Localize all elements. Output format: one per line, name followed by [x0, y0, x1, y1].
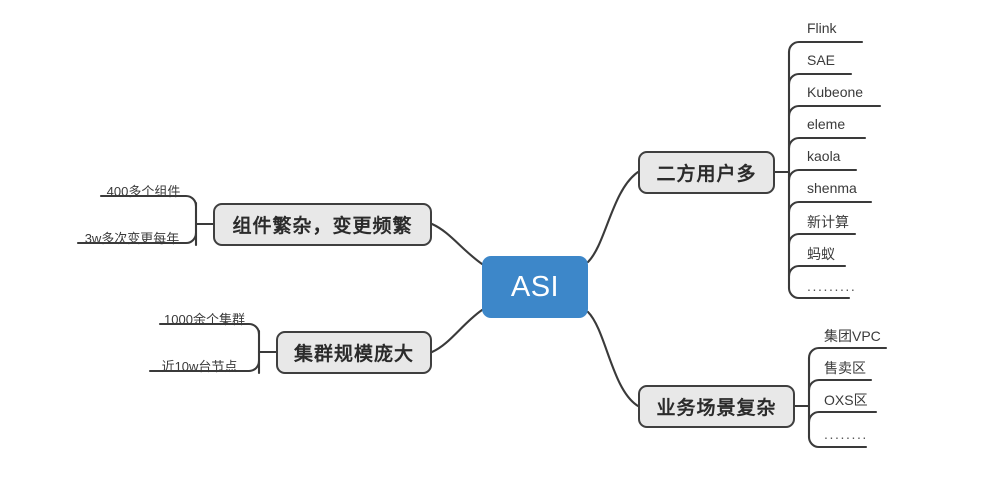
- connector-root-to-right-branch-2: [586, 310, 640, 408]
- leaf-label: 近10w台节点: [161, 359, 238, 374]
- leaf-group-vpc[interactable]: 集团VPC: [824, 326, 881, 346]
- leaf-label: 1000余个集群: [164, 312, 245, 327]
- leaf-label: shenma: [807, 180, 857, 196]
- leaf-sales-zone[interactable]: 售卖区: [824, 358, 866, 378]
- leaf-label: ........: [824, 426, 868, 442]
- leaf-label: 新计算: [807, 214, 849, 230]
- underline-right-1-5: [787, 168, 858, 182]
- leaf-kubeone[interactable]: Kubeone: [807, 84, 863, 100]
- leaf-node-count[interactable]: 近10w台节点: [150, 356, 249, 375]
- leaf-eleme[interactable]: eleme: [807, 116, 845, 132]
- branch-node-cluster-scale[interactable]: 集群规模庞大: [276, 331, 432, 374]
- underline-right-2-3: [807, 410, 878, 424]
- branch-node-label: 二方用户多: [656, 164, 757, 185]
- leaf-label: 400多个组件: [106, 184, 181, 199]
- leaf-shenma[interactable]: shenma: [807, 180, 857, 196]
- leaf-more-users[interactable]: .........: [807, 278, 856, 294]
- leaf-more-scenarios[interactable]: ........: [824, 426, 868, 442]
- leaf-flink[interactable]: Flink: [807, 20, 837, 36]
- underline-right-1-7: [787, 232, 857, 246]
- connector-root-to-left-branch-1: [430, 222, 484, 266]
- branch-node-business-scenarios[interactable]: 业务场景复杂: [638, 385, 795, 428]
- leaf-cluster-count[interactable]: 1000余个集群: [160, 309, 249, 328]
- root-node-asi[interactable]: ASI: [482, 256, 588, 318]
- connector-root-to-left-branch-2: [430, 308, 484, 354]
- leaf-label: 3w多次变更每年: [84, 231, 180, 246]
- underline-right-2-1: [807, 346, 888, 360]
- leaf-label: Flink: [807, 20, 837, 36]
- underline-right-1-4: [787, 136, 867, 150]
- leaf-label: 售卖区: [824, 360, 866, 376]
- connector-root-to-right-branch-1: [586, 170, 640, 264]
- underline-right-1-1: [787, 40, 864, 54]
- leaf-new-computing[interactable]: 新计算: [807, 212, 849, 232]
- leaf-kaola[interactable]: kaola: [807, 148, 840, 164]
- leaf-change-frequency[interactable]: 3w多次变更每年: [78, 228, 186, 247]
- underline-right-2-2: [807, 378, 873, 392]
- underline-right-1-8: [787, 264, 847, 278]
- leaf-label: SAE: [807, 52, 836, 68]
- leaf-label: Kubeone: [807, 84, 864, 100]
- branch-node-second-party-users[interactable]: 二方用户多: [638, 151, 775, 194]
- underline-right-1-6: [787, 200, 873, 214]
- root-node-label: ASI: [510, 270, 560, 303]
- leaf-label: 集团VPC: [824, 328, 881, 344]
- underline-right-1-2: [787, 72, 853, 86]
- leaf-ant[interactable]: 蚂蚁: [807, 244, 835, 264]
- branch-node-label: 组件繁杂，变更频繁: [232, 216, 413, 237]
- leaf-sae[interactable]: SAE: [807, 52, 835, 68]
- leaf-label: kaola: [807, 148, 841, 164]
- underline-right-1-3: [787, 104, 882, 118]
- branch-node-label: 业务场景复杂: [656, 398, 777, 419]
- leaf-oxs-zone[interactable]: OXS区: [824, 390, 868, 410]
- leaf-label: eleme: [807, 116, 846, 132]
- branch-node-label: 集群规模庞大: [293, 344, 414, 365]
- leaf-label: 蚂蚁: [807, 246, 835, 262]
- branch-node-components[interactable]: 组件繁杂，变更频繁: [213, 203, 432, 246]
- leaf-components-count[interactable]: 400多个组件: [101, 181, 186, 200]
- leaf-label: OXS区: [824, 392, 868, 408]
- leaf-label: .........: [807, 278, 857, 294]
